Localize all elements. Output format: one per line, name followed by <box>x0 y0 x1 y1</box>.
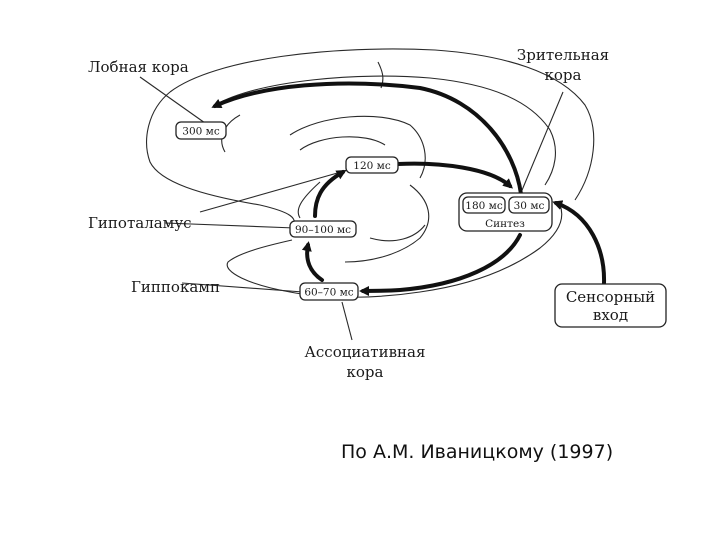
label-hypothalamus: Гипоталамус <box>88 214 192 232</box>
node-hypothal-top-label: 120 мс <box>353 160 391 172</box>
figure-caption: По А.М. Иваницкому (1997) <box>341 441 614 463</box>
brain-outline <box>146 48 595 298</box>
arrow-visual-to-frontal <box>211 81 523 196</box>
node-sensory-input: Сенсорный вход <box>554 283 667 328</box>
node-visual-left-label: 180 мс <box>465 200 503 212</box>
node-hippo: 60–70 мс <box>299 282 359 301</box>
sensory-line2: вход <box>593 306 628 324</box>
node-hippo-label: 60–70 мс <box>304 287 353 299</box>
node-frontal: 300 мс <box>175 121 227 140</box>
node-hypothal-mid: 90–100 мс <box>289 220 357 238</box>
node-synthesis-label: Синтез <box>485 218 525 230</box>
label-assoc-cortex-1: Ассоциативная <box>305 343 426 361</box>
node-visual-right-label: 30 мс <box>514 200 545 212</box>
label-leaders <box>139 76 564 341</box>
node-frontal-label: 300 мс <box>182 126 220 138</box>
arrow-mid-to-top <box>313 170 347 218</box>
label-assoc-cortex-2: кора <box>347 363 384 381</box>
label-visual-cortex-1: Зрительная <box>517 46 609 64</box>
arrow-hippo-to-mid <box>301 241 324 282</box>
pathway-arrows <box>211 81 607 296</box>
label-hippocampus: Гиппокамп <box>131 278 220 296</box>
label-visual-cortex-2: кора <box>545 66 582 84</box>
node-synthesis: 180 мс 30 мс Синтез <box>458 192 553 232</box>
arrow-sensory-to-synthesis <box>552 200 607 285</box>
arrow-synthesis-to-hippo <box>359 233 522 296</box>
node-hypothal-mid-label: 90–100 мс <box>295 224 351 236</box>
node-hypothal-top: 120 мс <box>345 156 399 174</box>
arrow-hypothal-to-visual <box>396 161 513 189</box>
sensory-line1: Сенсорный <box>566 288 655 306</box>
label-frontal-cortex: Лобная кора <box>88 58 189 76</box>
region-labels: Лобная кора Зрительная кора Гипоталамус … <box>88 46 609 381</box>
